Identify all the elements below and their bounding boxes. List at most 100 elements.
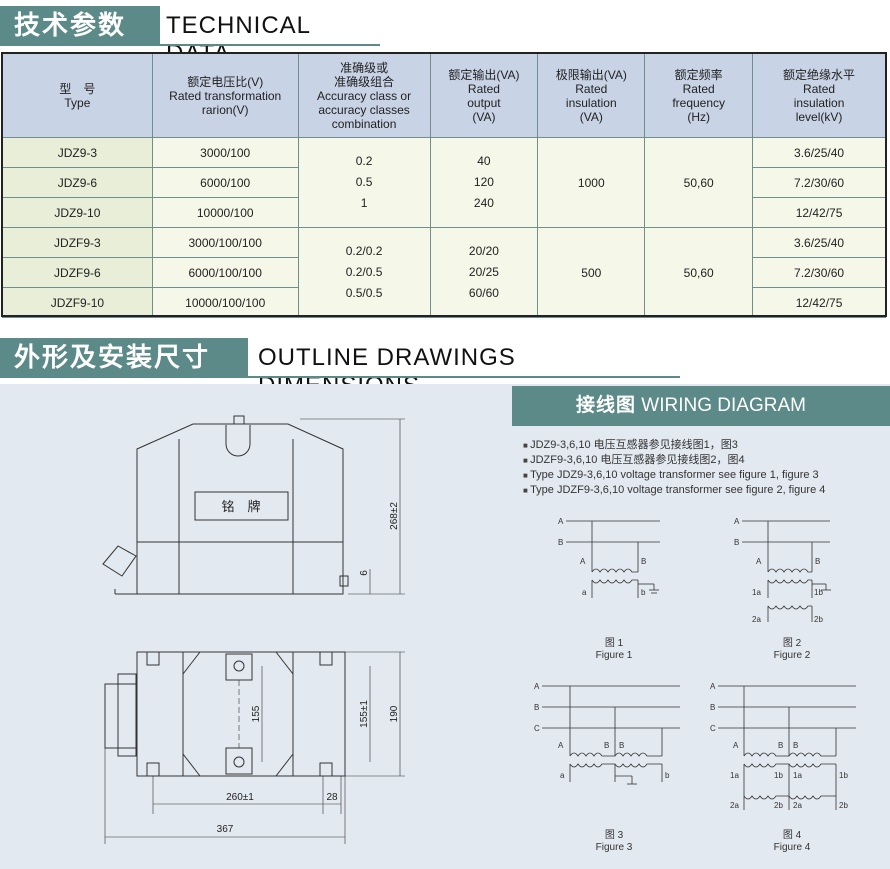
fig3-label-B2: B xyxy=(604,741,609,750)
cell-level: 7.2/30/60 xyxy=(752,167,886,198)
cell-ratio: 6000/100 xyxy=(151,167,299,198)
table-row: JDZF9-10 10000/100/100 12/42/75 xyxy=(2,287,886,318)
fig4-label-1b: 1b xyxy=(774,771,783,780)
dim-367: 367 xyxy=(217,824,234,835)
cell-limit-group1: 1000 xyxy=(537,137,646,228)
dim-28: 28 xyxy=(326,792,338,803)
fig1-label-A2: A xyxy=(580,557,586,566)
wiring-diagrams: A B A B a b A B A B 1a 1b 2a 2b A B C A … xyxy=(534,517,856,810)
cell-type: JDZ9-6 xyxy=(2,167,153,198)
fig3-label-A2: A xyxy=(558,741,564,750)
fig3-label-b: b xyxy=(665,771,670,780)
dim-190: 190 xyxy=(389,705,400,722)
wiring-note: JDZ9-3,6,10 电压互感器参见接线图1，图3 xyxy=(523,438,825,453)
fig2-label-A2: A xyxy=(756,557,762,566)
tech-section-header: 技术参数 TECHNICAL DATA xyxy=(0,6,380,67)
fig2-label-B: B xyxy=(734,538,739,547)
fig3-label-B3: B xyxy=(619,741,624,750)
fig3-label-A: A xyxy=(534,682,540,691)
dim-height: 268±2 xyxy=(389,502,400,530)
table-row: JDZF9-6 6000/100/100 7.2/30/60 xyxy=(2,257,886,288)
dim-6: 6 xyxy=(359,570,370,576)
fig2-label-1a: 1a xyxy=(752,588,761,597)
cell-ratio: 3000/100/100 xyxy=(151,227,299,258)
cell-ratio: 10000/100 xyxy=(151,197,299,228)
fig4-label-2a: 2a xyxy=(730,801,739,810)
fig4-label-1a-2: 1a xyxy=(793,771,802,780)
fig4-label-2b-2: 2b xyxy=(839,801,848,810)
fig3-label-C: C xyxy=(534,724,540,733)
cell-frequency-group2: 50,60 xyxy=(644,227,754,318)
fig2-label-1b: 1b xyxy=(814,588,823,597)
cell-level: 7.2/30/60 xyxy=(752,257,886,288)
cell-ratio: 6000/100/100 xyxy=(151,257,299,288)
fig3-label-a: a xyxy=(560,771,565,780)
fig1-label-a: a xyxy=(582,588,587,597)
fig4-label-C: C xyxy=(710,724,716,733)
fig2-label-2a: 2a xyxy=(752,615,761,624)
fig2-label-A: A xyxy=(734,517,740,526)
fig4-label-B2: B xyxy=(778,741,783,750)
cell-level: 3.6/25/40 xyxy=(752,137,886,168)
cell-limit-group2: 500 xyxy=(537,227,646,318)
dim-260: 260±1 xyxy=(226,792,254,803)
fig1-label-b: b xyxy=(641,588,646,597)
cell-ratio: 10000/100/100 xyxy=(151,287,299,318)
fig2-label-2b: 2b xyxy=(814,615,823,624)
fig4-label-A: A xyxy=(710,682,716,691)
cell-frequency-group1: 50,60 xyxy=(644,137,754,228)
outline-section-header: 外形及安装尺寸 OUTLINE DRAWINGS DIMENSIONS xyxy=(0,338,680,399)
tech-title-cn: 技术参数 xyxy=(0,6,160,46)
fig3-label-B: B xyxy=(534,703,539,712)
cell-ratio: 3000/100 xyxy=(151,137,299,168)
tech-title-underline xyxy=(160,44,380,46)
wiring-note: JDZF9-3,6,10 电压互感器参见接线图2，图4 xyxy=(523,453,825,468)
fig4-label-1a: 1a xyxy=(730,771,739,780)
dim-155b: 155±1 xyxy=(359,700,370,728)
wiring-header: 接线图 WIRING DIAGRAM xyxy=(512,386,890,426)
dim-155: 155 xyxy=(251,705,262,722)
outline-drawing: 铭 牌 268±2 6 155 155±1 190 260±1 28 367 xyxy=(102,415,405,844)
table-row: JDZ9-6 6000/100 7.2/30/60 xyxy=(2,167,886,198)
fig4-label-A2: A xyxy=(733,741,739,750)
cell-type: JDZ9-10 xyxy=(2,197,153,228)
cell-level: 12/42/75 xyxy=(752,287,886,318)
fig4-label-2a-2: 2a xyxy=(793,801,802,810)
fig4-label-1b-2: 1b xyxy=(839,771,848,780)
fig2-label-B2: B xyxy=(815,557,820,566)
table-row: JDZ9-10 10000/100 12/42/75 xyxy=(2,197,886,228)
outline-title-cn: 外形及安装尺寸 xyxy=(0,338,248,378)
outline-title-underline xyxy=(248,376,680,378)
cell-level: 12/42/75 xyxy=(752,197,886,228)
cell-type: JDZF9-6 xyxy=(2,257,153,288)
fig1-label-A: A xyxy=(558,517,564,526)
cell-type: JDZF9-3 xyxy=(2,227,153,258)
wiring-title-cn: 接线图 xyxy=(576,395,637,416)
fig1-label-B: B xyxy=(558,538,563,547)
nameplate-label: 铭 牌 xyxy=(221,499,260,514)
cell-level: 3.6/25/40 xyxy=(752,227,886,258)
wiring-notes: JDZ9-3,6,10 电压互感器参见接线图1，图3 JDZF9-3,6,10 … xyxy=(523,438,825,498)
cell-type: JDZF9-10 xyxy=(2,287,153,318)
wiring-title-en: WIRING DIAGRAM xyxy=(641,395,806,416)
wiring-note: Type JDZF9-3,6,10 voltage transformer se… xyxy=(523,483,825,498)
wiring-note: Type JDZ9-3,6,10 voltage transformer see… xyxy=(523,468,825,483)
